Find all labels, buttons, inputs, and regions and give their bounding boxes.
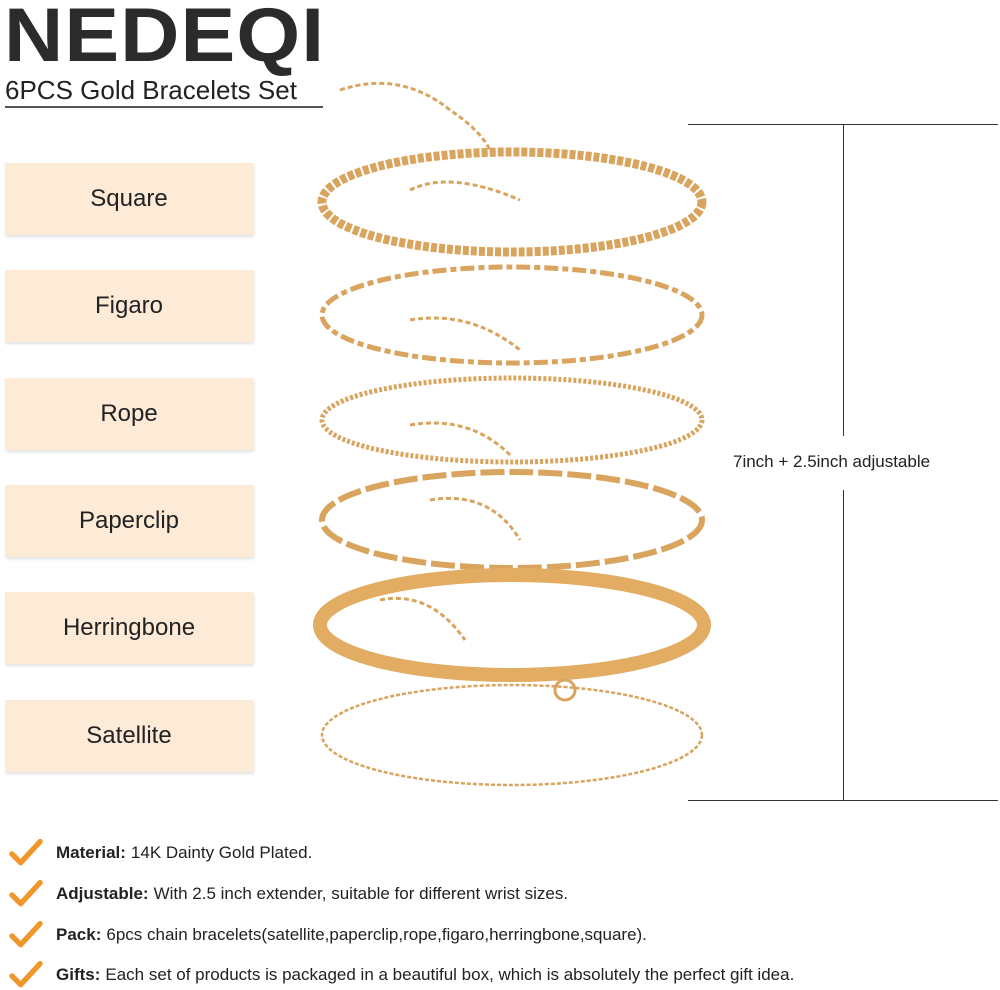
- measure-line-lower: [843, 490, 844, 800]
- check-icon: [9, 838, 43, 866]
- check-icon: [9, 879, 43, 907]
- figaro-bracelet: [319, 264, 705, 366]
- chain-label-herringbone: Herringbone: [5, 592, 253, 664]
- satellite-bracelet: [320, 678, 704, 787]
- chain-label-satellite: Satellite: [5, 700, 253, 772]
- feature-text: With 2.5 inch extender, suitable for dif…: [153, 884, 569, 903]
- brand-logo: NEDEQI: [4, 0, 326, 78]
- square-bracelet: [317, 81, 707, 257]
- feature-material: Material:14K Dainty Gold Plated.: [6, 838, 312, 868]
- feature-adjustable: Adjustable:With 2.5 inch extender, suita…: [6, 879, 568, 909]
- chain-label-rope: Rope: [5, 378, 253, 450]
- size-measurement: 7inch + 2.5inch adjustable: [733, 452, 931, 471]
- product-subtitle: 6PCS Gold Bracelets Set: [5, 76, 323, 108]
- check-icon: [9, 920, 43, 948]
- measure-line-bottom: [688, 800, 998, 801]
- chain-label-paperclip: Paperclip: [5, 485, 253, 557]
- measure-line-upper: [843, 124, 844, 436]
- feature-title: Material:: [56, 843, 126, 862]
- feature-title: Gifts:: [56, 965, 101, 984]
- bracelets-image: [313, 81, 711, 787]
- herringbone-bracelet: [313, 568, 711, 682]
- feature-text: 14K Dainty Gold Plated.: [130, 843, 313, 862]
- chain-label-square: Square: [5, 163, 253, 235]
- rope-bracelet: [319, 375, 705, 465]
- feature-text: Each set of products is packaged in a be…: [105, 965, 795, 984]
- feature-pack: Pack:6pcs chain bracelets(satellite,pape…: [6, 920, 647, 950]
- feature-title: Pack:: [56, 925, 102, 944]
- feature-text: 6pcs chain bracelets(satellite,paperclip…: [106, 925, 647, 944]
- feature-gifts: Gifts:Each set of products is packaged i…: [6, 960, 794, 990]
- feature-title: Adjustable:: [56, 884, 149, 903]
- check-icon: [9, 960, 43, 988]
- chain-label-figaro: Figaro: [5, 270, 253, 342]
- paperclip-bracelet: [319, 469, 705, 571]
